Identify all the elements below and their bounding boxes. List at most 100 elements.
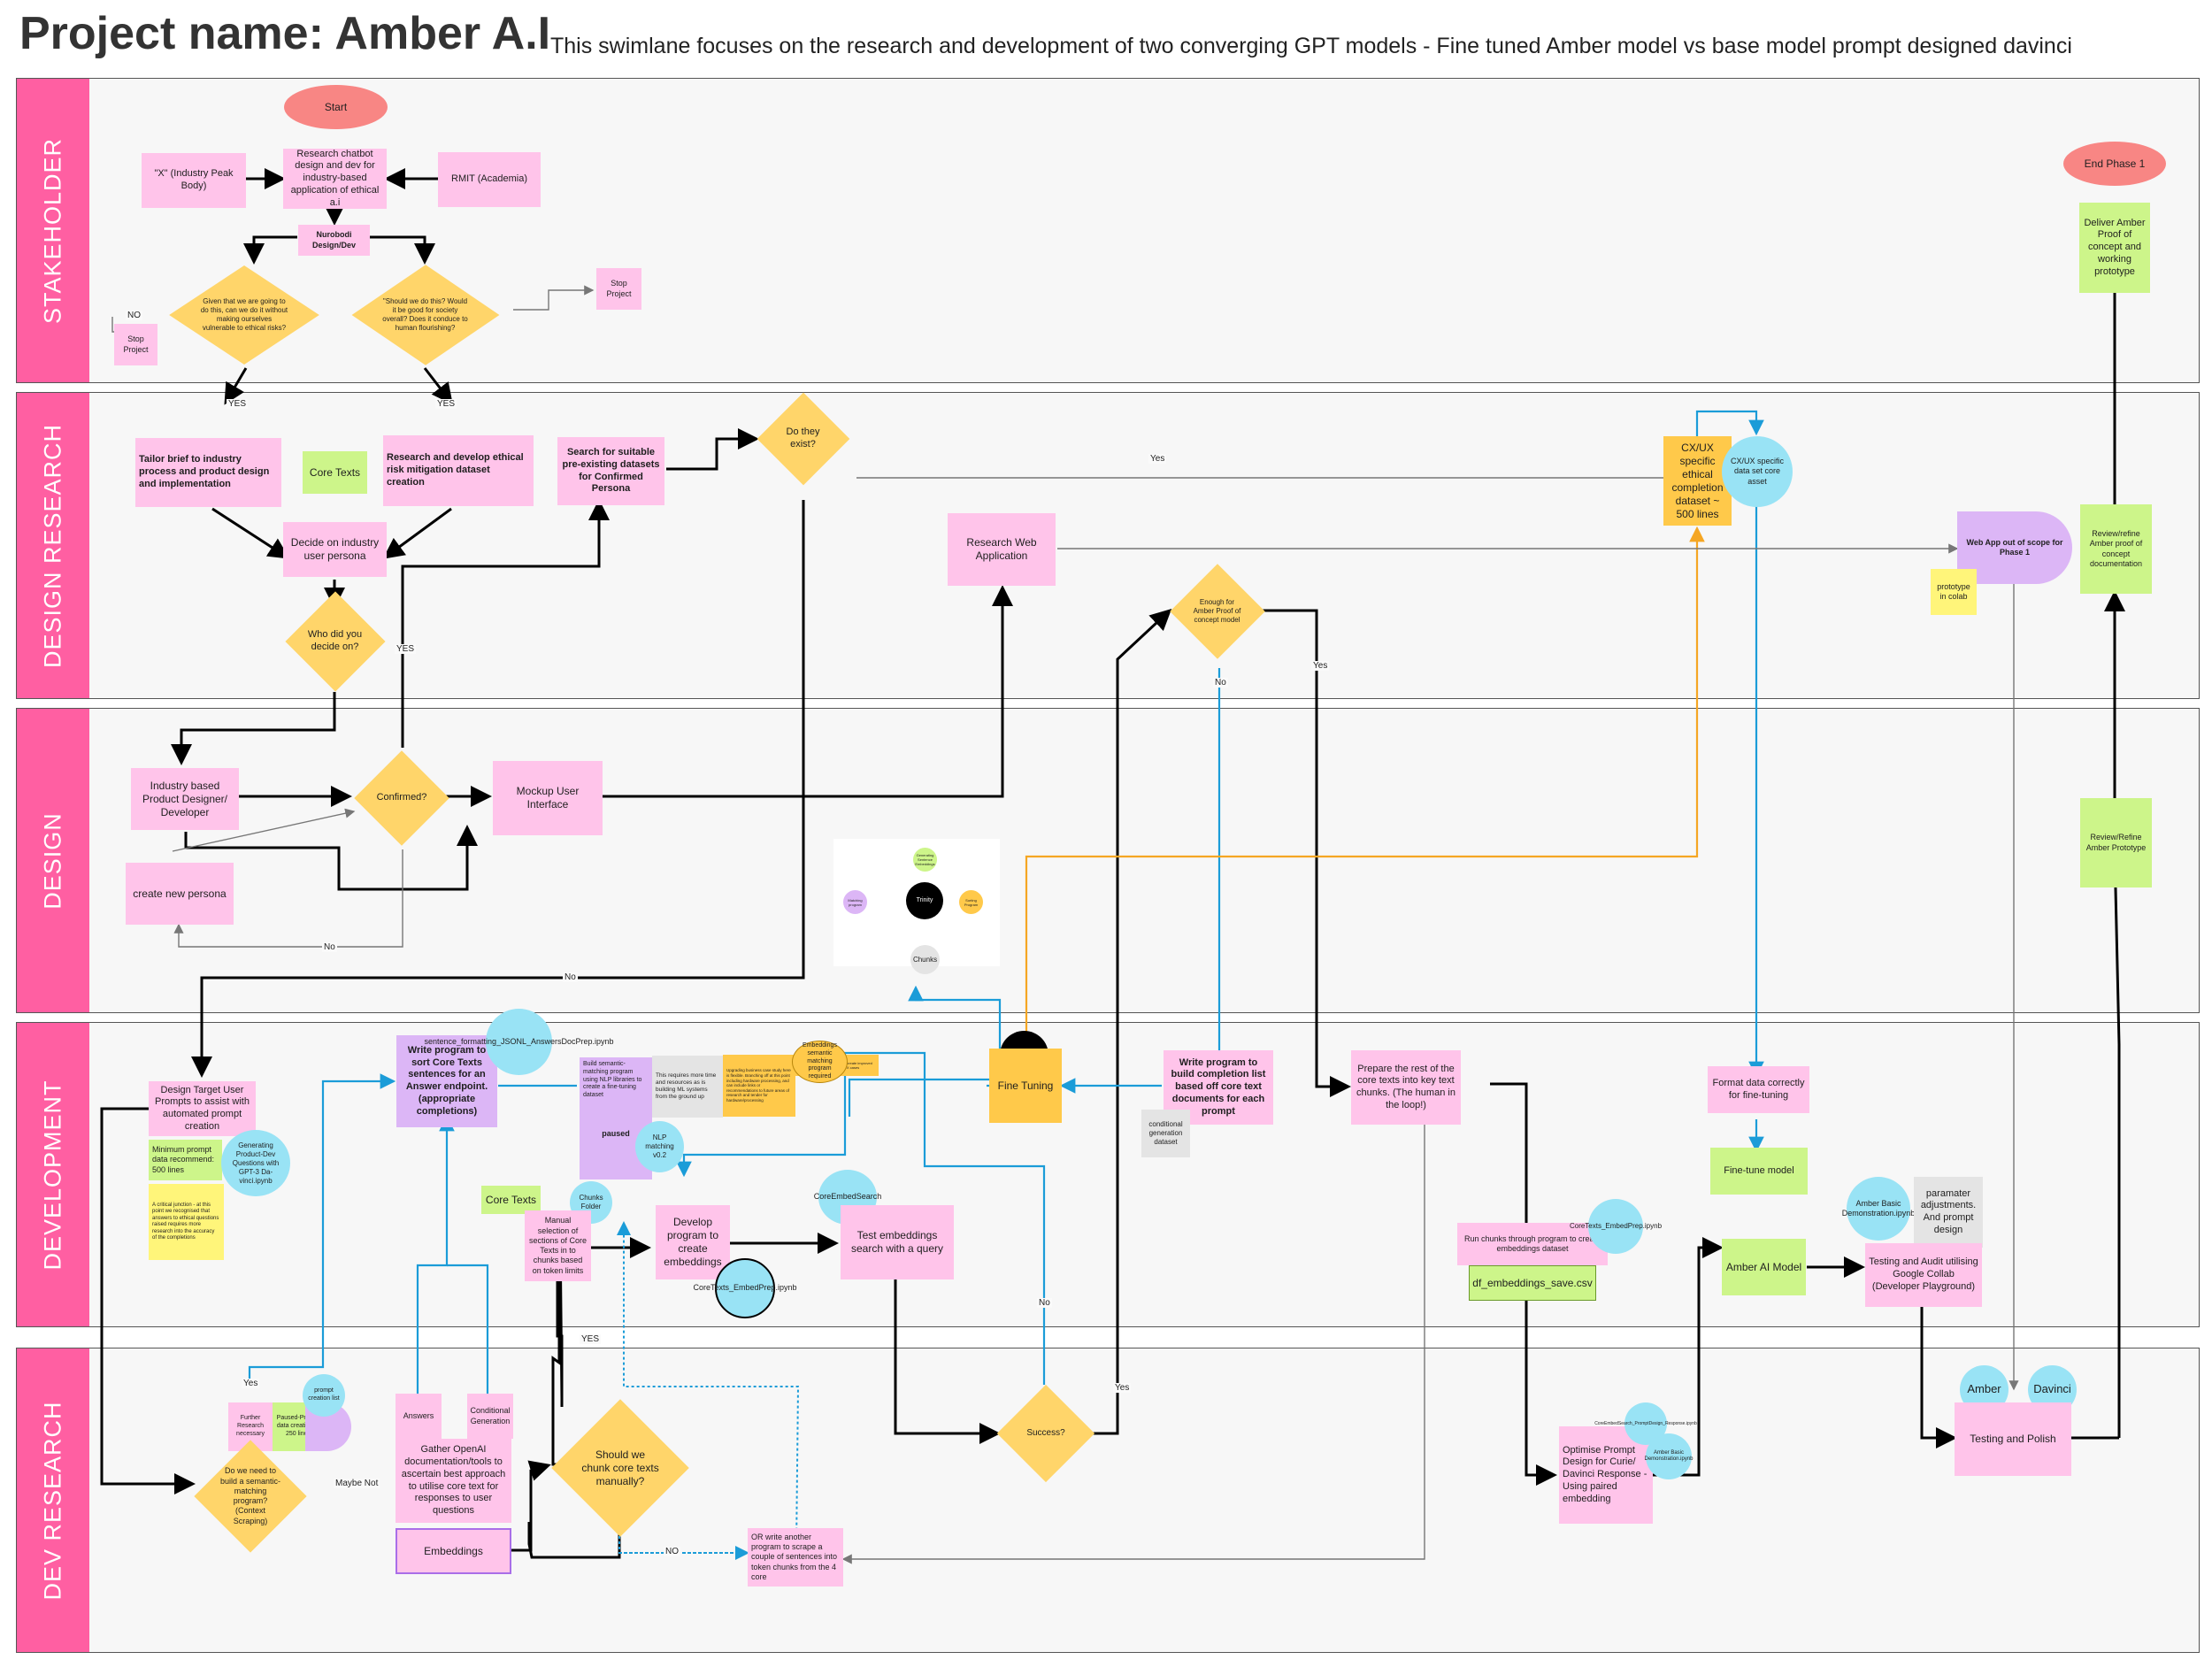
- industry-designer: Industry based Product Designer/ Develop…: [131, 768, 239, 830]
- trinity-node-c: Sorting Program: [959, 890, 983, 914]
- end-phase-node: End Phase 1: [2063, 142, 2166, 186]
- edge-label: YES: [580, 1334, 602, 1344]
- lane-header: DESIGN: [17, 709, 89, 1012]
- answers-node: Answers: [396, 1394, 442, 1439]
- ethical-risk-dataset: Research and develop ethical risk mitiga…: [383, 435, 534, 506]
- connector: [243, 235, 297, 265]
- trinity-chunks: Chunks: [910, 945, 940, 974]
- connector-blue: [447, 1264, 489, 1398]
- decision-should: "Should we do this? Would it be good for…: [348, 262, 503, 368]
- connector-blue: [416, 1115, 455, 1398]
- trinity-diagram: Trinity Chunks Generating Sentence Embed…: [833, 839, 1000, 974]
- sentence-format-notebook: sentence_formatting_JSONL_AnswersDocPrep…: [424, 1009, 614, 1075]
- min-prompt-data: Minimum prompt data recommend: 500 lines: [149, 1140, 222, 1180]
- connector: [368, 235, 435, 265]
- amber-demo-notebook: Amber Basic Demonstration.ipynb: [1842, 1177, 1915, 1241]
- stop-project-1: Stop Project: [596, 268, 641, 310]
- page-title: Project name: Amber A.I: [19, 8, 551, 59]
- decision-text: Confirmed?: [376, 792, 427, 803]
- decision-text: Who did you decide on?: [307, 628, 363, 652]
- edge-label: YES: [395, 644, 417, 654]
- edge-label: Maybe Not: [334, 1479, 380, 1488]
- page-subtitle: This swimlane focuses on the research an…: [550, 34, 2072, 58]
- edge-label: Yes: [1113, 1383, 1132, 1393]
- lane-header: DEV RESEARCH: [17, 1348, 89, 1652]
- connector-thin: [513, 285, 595, 311]
- decision-semantic: Do we need to build a semantic-matching …: [193, 1440, 308, 1553]
- nurobodi-design: Nurobodi Design/Dev: [298, 225, 370, 256]
- edge-label: No: [322, 942, 337, 952]
- decision-enough: Enough for Amber Proof of concept model: [1169, 563, 1265, 660]
- mockup-ui: Mockup User Interface: [493, 761, 603, 835]
- cxux-dataset: CX/UX specific ethical completion datase…: [1663, 436, 1732, 526]
- prepare-core-texts: Prepare the rest of the core texts into …: [1351, 1050, 1461, 1125]
- review-refine-prototype: Review/Refine Amber Prototype: [2080, 798, 2152, 887]
- connector-blue: [908, 985, 1002, 1049]
- decision-vulnerable: Given that we are going to do this, can …: [165, 262, 324, 368]
- lane-header: DEVELOPMENT: [17, 1023, 89, 1326]
- amber-ai-model: Amber AI Model: [1722, 1239, 1806, 1295]
- test-embeddings: Test embeddings search with a query: [841, 1205, 954, 1279]
- manual-selection: Manual selection of sections of Core Tex…: [525, 1210, 591, 1281]
- format-data: Format data correctly for fine-tuning: [1708, 1066, 1809, 1113]
- connector: [100, 1107, 196, 1494]
- connector: [894, 1279, 1001, 1444]
- connector: [1920, 1306, 1957, 1448]
- connector-thin: [841, 1106, 1425, 1564]
- lane-dev-research: DEV RESEARCH: [16, 1348, 2200, 1653]
- build-semantic-text: Build semantic-matching program using NL…: [583, 1061, 642, 1098]
- create-persona: create new persona: [126, 863, 234, 925]
- connector-blue: [676, 1051, 1046, 1385]
- start-node: Start: [284, 85, 388, 129]
- connector: [547, 1245, 568, 1407]
- core-texts-embed-notebook-2: CoreTexts_EmbedPrep.ipynb: [1570, 1199, 1662, 1254]
- nlp-matching-node: NLP matching v0.2: [635, 1121, 684, 1172]
- stop-project-2: Stop Project: [114, 324, 157, 365]
- embeddings-semantic-circle: Embeddings semantic matching program req…: [792, 1041, 848, 1083]
- fine-tune-model: Fine-tune model: [1710, 1148, 1808, 1195]
- core-texts-2: Core Texts: [481, 1186, 541, 1214]
- decision-text: Do we need to build a semantic-matching …: [219, 1466, 281, 1525]
- connector: [184, 825, 478, 891]
- df-embeddings-csv: df_embeddings_save.csv: [1469, 1265, 1596, 1301]
- lane-development: DEVELOPMENT: [16, 1022, 2200, 1327]
- connector-orange: [1025, 526, 1705, 1044]
- decision-text: "Should we do this? Would it be good for…: [382, 297, 468, 332]
- prompt-creation-list: prompt creation list: [303, 1374, 345, 1417]
- orange-note-1: Upgrading business case study here is fl…: [723, 1055, 795, 1117]
- decision-text: Given that we are going to do this, can …: [200, 297, 288, 332]
- critical-junction-note: A critical junction - at this point we r…: [149, 1184, 224, 1260]
- paused-label: paused: [602, 1129, 630, 1139]
- or-write-program: OR write another program to scrape a cou…: [748, 1528, 843, 1587]
- rmit: RMIT (Academia): [438, 152, 541, 207]
- deliver-amber: Deliver Amber Proof of concept and worki…: [2079, 203, 2150, 293]
- decision-confirmed: Confirmed?: [354, 749, 449, 847]
- decision-text: Enough for Amber Proof of concept model: [1193, 598, 1241, 624]
- testing-audit: Testing and Audit utilising Google Colla…: [1865, 1243, 1982, 1307]
- research-chatbot: Research chatbot design and dev for indu…: [283, 149, 387, 209]
- lane-design: DESIGN: [16, 708, 2200, 1013]
- run-chunks: Run chunks through program to create emb…: [1457, 1223, 1608, 1265]
- connector: [2104, 847, 2126, 1438]
- decision-text: Success?: [1026, 1427, 1065, 1438]
- decision-text: Should we chunk core texts manually?: [581, 1448, 659, 1487]
- lane-header: STAKEHOLDER: [17, 79, 89, 382]
- connector: [382, 507, 452, 559]
- core-texts-embed-notebook: CoreTexts_EmbedPrep.ipynb: [693, 1258, 797, 1318]
- testing-polish: Testing and Polish: [1955, 1402, 2071, 1476]
- connector: [1091, 608, 1172, 1435]
- edge-label: YES: [227, 399, 249, 409]
- web-app-scope: Web App out of scope for Phase 1: [1957, 511, 2072, 584]
- requires-time-note: This requires more time and resources as…: [652, 1056, 723, 1118]
- lane-header: DESIGN RESEARCH: [17, 393, 89, 698]
- edge-label: NO: [126, 311, 142, 320]
- connector: [511, 1460, 551, 1552]
- prototype-colab: prototype in colab: [1931, 569, 1977, 615]
- trinity-center: Trinity: [906, 882, 943, 919]
- edge-label: Yes: [1311, 661, 1330, 671]
- connector-blue: [1695, 410, 1764, 444]
- design-target-prompts: Design Target User Prompts to assist wit…: [149, 1081, 256, 1136]
- trinity-node-a: Generating Sentence Embeddings: [913, 848, 937, 872]
- edge-label: No: [1213, 678, 1228, 688]
